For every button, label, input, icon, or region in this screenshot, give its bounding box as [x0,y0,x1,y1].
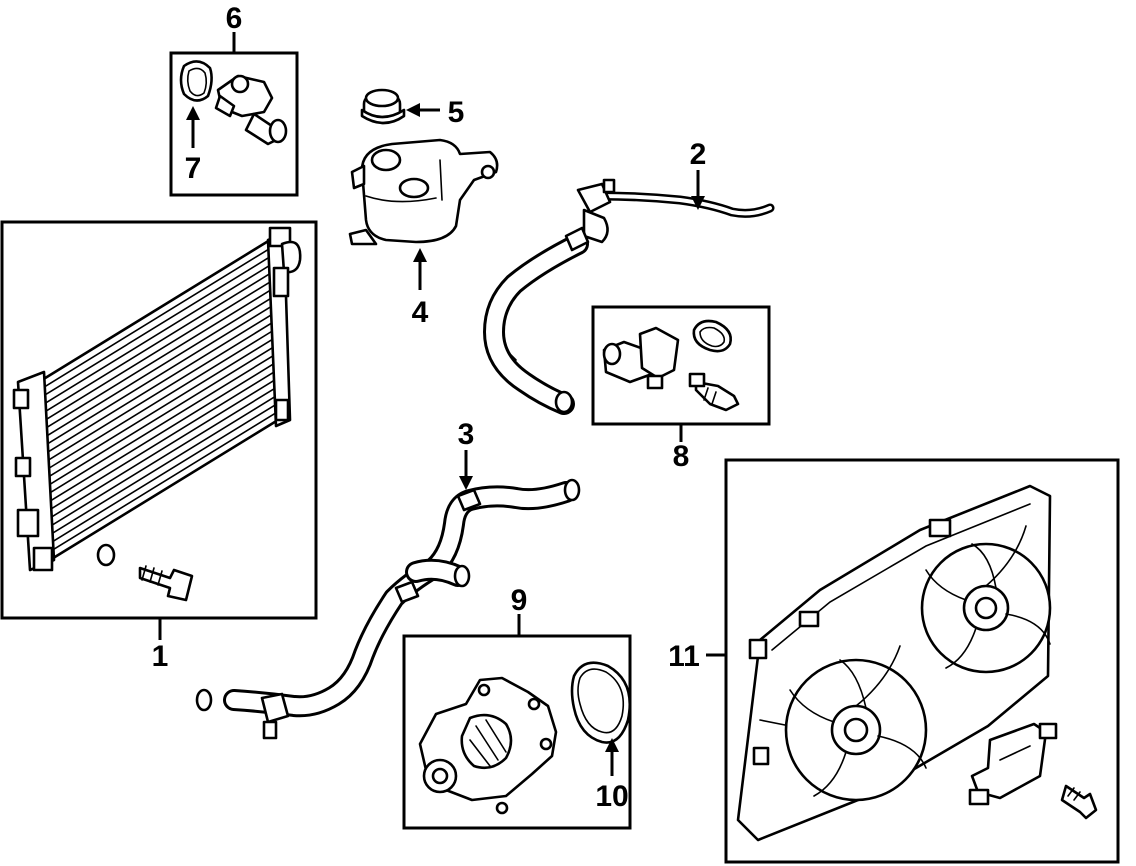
water-pump [418,676,558,815]
cooling-fan-group: 11 [668,458,1120,864]
callout-11: 11 [668,640,700,673]
callout-2: 2 [690,138,707,171]
callout-9: 9 [511,584,528,617]
callout-6: 6 [226,2,243,35]
upper-hose [483,178,775,415]
lower-hose [195,478,581,740]
fan-upper [920,525,1052,674]
radiator-group: 1 [0,220,318,673]
callout-3: 3 [458,418,475,451]
reservoir-cap [360,88,406,125]
callout-8: 8 [673,440,690,473]
thermostat-gasket [179,60,213,102]
thermostat-group: 6 7 [169,2,299,197]
callout-10-arrow [605,738,619,752]
coolant-reservoir [348,138,499,246]
callout-4: 4 [412,296,429,329]
cooling-fan-group-box [724,458,1120,864]
callout-7-arrow [186,106,200,120]
fan-mounting-bolt [1060,784,1098,820]
callout-1: 1 [152,640,169,673]
callout-10: 10 [595,780,628,813]
outlet-group: 8 [591,305,771,473]
thermostat-housing [214,74,288,146]
drain-plug [138,565,194,602]
outlet-gasket [692,319,732,353]
water-pump-group: 9 10 [402,584,632,830]
water-pump-gasket [570,661,632,744]
temperature-sensor [688,372,740,412]
radiator [12,226,302,572]
water-outlet [602,326,680,390]
callout-5-arrow [406,103,420,117]
fan-lower [784,645,928,802]
water-pump-group-box [402,634,632,830]
fan-control-module [968,722,1058,806]
callout-2-arrow [691,196,705,210]
callout-5: 5 [448,96,465,129]
callout-4-arrow [413,248,427,262]
callout-3-arrow [459,476,473,490]
drain-plug-o-ring [96,543,116,567]
callout-7: 7 [185,152,202,185]
